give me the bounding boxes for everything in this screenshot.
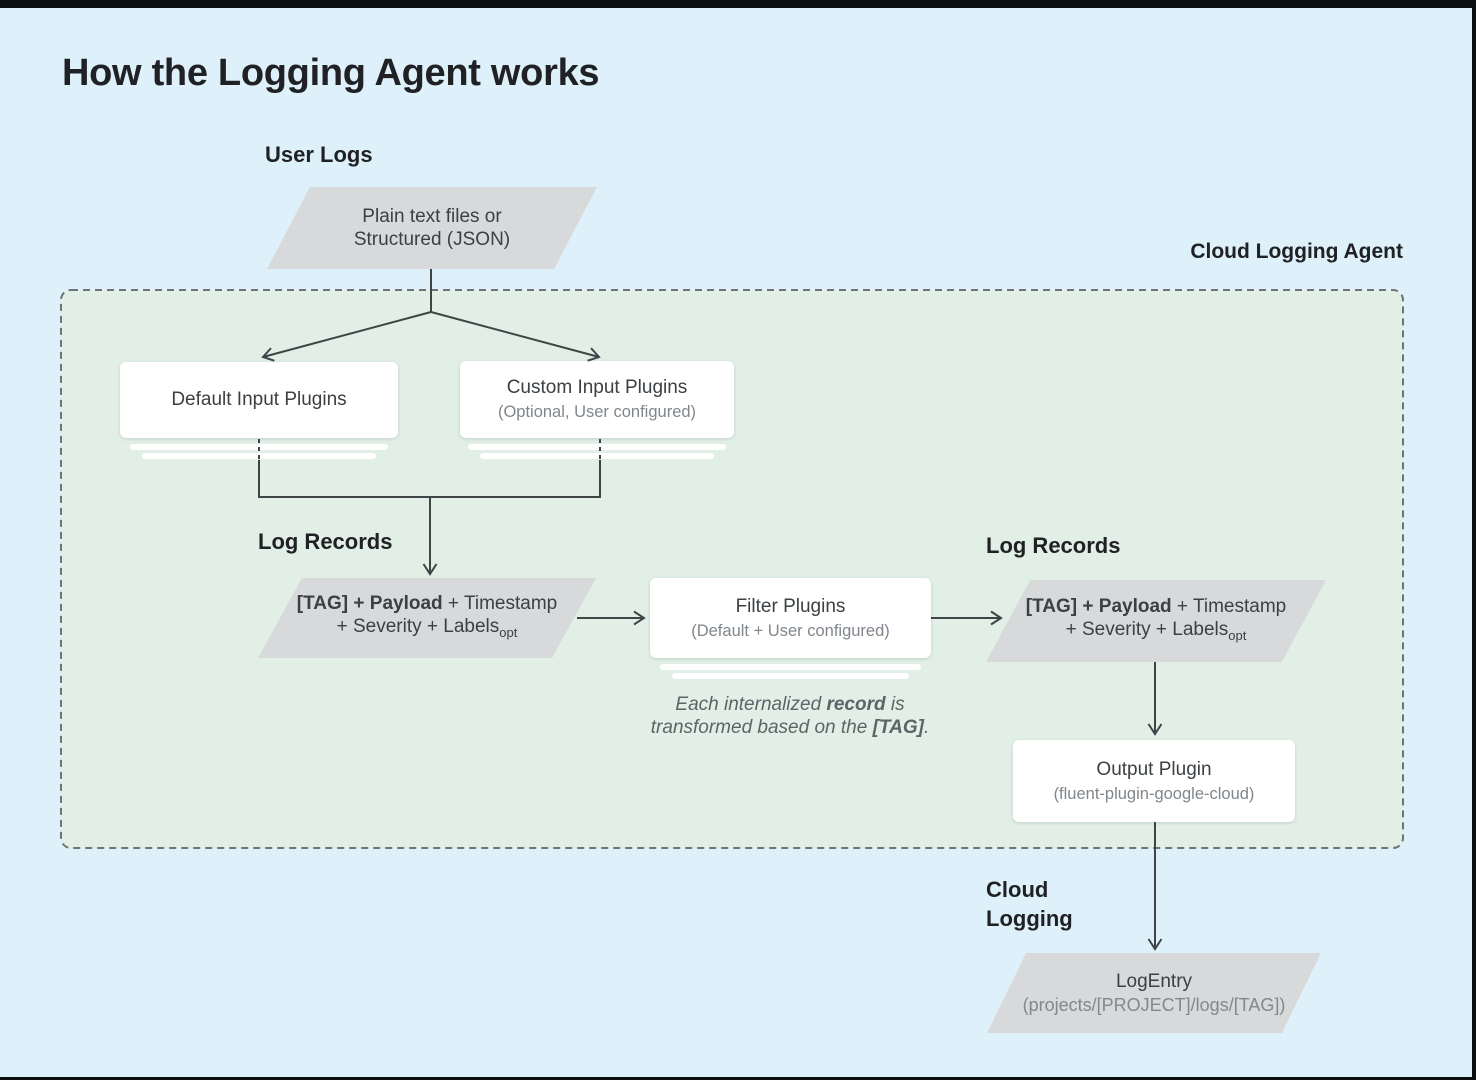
user-logs-source-line2: Structured (JSON) — [353, 229, 511, 250]
custom-input-plugins-title: Custom Input Plugins — [506, 377, 688, 398]
default-input-plugins-title: Default Input Plugins — [171, 389, 347, 410]
log-record-right-line1-rest: + Timestamp — [1171, 596, 1287, 617]
cloud-logging-label: Cloud Logging — [986, 875, 1073, 933]
connector-to-custom-input — [430, 311, 601, 362]
log-record-left-line1: [TAG] + Payload + Timestamp — [297, 592, 557, 615]
custom-input-plugins-subtitle: (Optional, User configured) — [497, 403, 697, 421]
connector-to-default-input — [261, 311, 432, 362]
log-entry-title: LogEntry — [1115, 970, 1193, 992]
log-record-right-shape: [TAG] + Payload + Timestamp + Severity +… — [986, 580, 1326, 662]
custom-input-stack-bar-2 — [480, 453, 714, 459]
log-record-right-line2-text: + Severity + Labels — [1065, 619, 1229, 640]
note-seg1: Each internalized — [675, 694, 827, 715]
user-logs-source-shape: Plain text files or Structured (JSON) — [267, 187, 597, 269]
filter-plugins-stack-bar-1 — [660, 664, 921, 670]
page-title: How the Logging Agent works — [62, 52, 600, 94]
log-records-left-label: Log Records — [258, 529, 393, 554]
custom-input-stack-bar-1 — [468, 444, 726, 450]
screen-edge-right — [1472, 0, 1476, 1080]
log-record-left-line2-text: + Severity + Labels — [336, 616, 500, 637]
log-record-left-shape: [TAG] + Payload + Timestamp + Severity +… — [258, 578, 596, 658]
log-record-right-line2-subscript: opt — [1228, 628, 1247, 643]
record-transform-note: Each internalized record is transformed … — [630, 693, 950, 739]
default-input-plugins-box: Default Input Plugins — [120, 362, 398, 438]
cloud-logging-label-line1: Cloud — [986, 877, 1049, 902]
log-record-right-line2: + Severity + Labelsopt — [1066, 618, 1247, 647]
log-record-left-line2-subscript: opt — [499, 625, 518, 640]
output-plugin-box: Output Plugin (fluent-plugin-google-clou… — [1013, 740, 1295, 822]
filter-plugins-box: Filter Plugins (Default + User configure… — [650, 578, 931, 658]
note-seg4: . — [923, 717, 930, 738]
note-seg2: is — [885, 694, 905, 715]
output-plugin-title: Output Plugin — [1096, 758, 1212, 780]
user-logs-label: User Logs — [265, 142, 373, 167]
note-bold-tag: [TAG] — [872, 717, 924, 738]
log-record-left-line2: + Severity + Labelsopt — [337, 615, 518, 644]
custom-input-plugins-box: Custom Input Plugins (Optional, User con… — [460, 361, 734, 438]
default-input-stack-bar-1 — [130, 444, 388, 450]
screen-edge-top — [0, 0, 1476, 8]
note-bold-record: record — [826, 694, 886, 715]
output-plugin-subtitle: (fluent-plugin-google-cloud) — [1053, 784, 1255, 803]
cloud-logging-agent-label: Cloud Logging Agent — [1190, 240, 1403, 263]
filter-plugins-title: Filter Plugins — [735, 595, 846, 617]
log-record-right-line1-bold: [TAG] + Payload — [1025, 596, 1172, 617]
connector-merge-bracket — [258, 460, 601, 498]
log-entry-subtitle: (projects/[PROJECT]/logs/[TAG]) — [1022, 994, 1286, 1015]
log-record-right-line1: [TAG] + Payload + Timestamp — [1026, 595, 1286, 618]
log-record-left-line1-rest: + Timestamp — [442, 593, 558, 614]
log-record-left-line1-bold: [TAG] + Payload — [296, 593, 443, 614]
default-input-stack-bar-2 — [142, 453, 376, 459]
log-entry-shape: LogEntry (projects/[PROJECT]/logs/[TAG]) — [987, 953, 1321, 1033]
cloud-logging-label-line2: Logging — [986, 906, 1073, 931]
filter-plugins-stack-bar-2 — [672, 673, 909, 679]
log-records-right-label: Log Records — [986, 533, 1121, 558]
screen-edge-bottom — [0, 1077, 1476, 1080]
note-seg3: transformed based on the — [650, 717, 873, 738]
user-logs-source-line1: Plain text files or — [362, 206, 502, 227]
filter-plugins-subtitle: (Default + User configured) — [691, 621, 890, 640]
